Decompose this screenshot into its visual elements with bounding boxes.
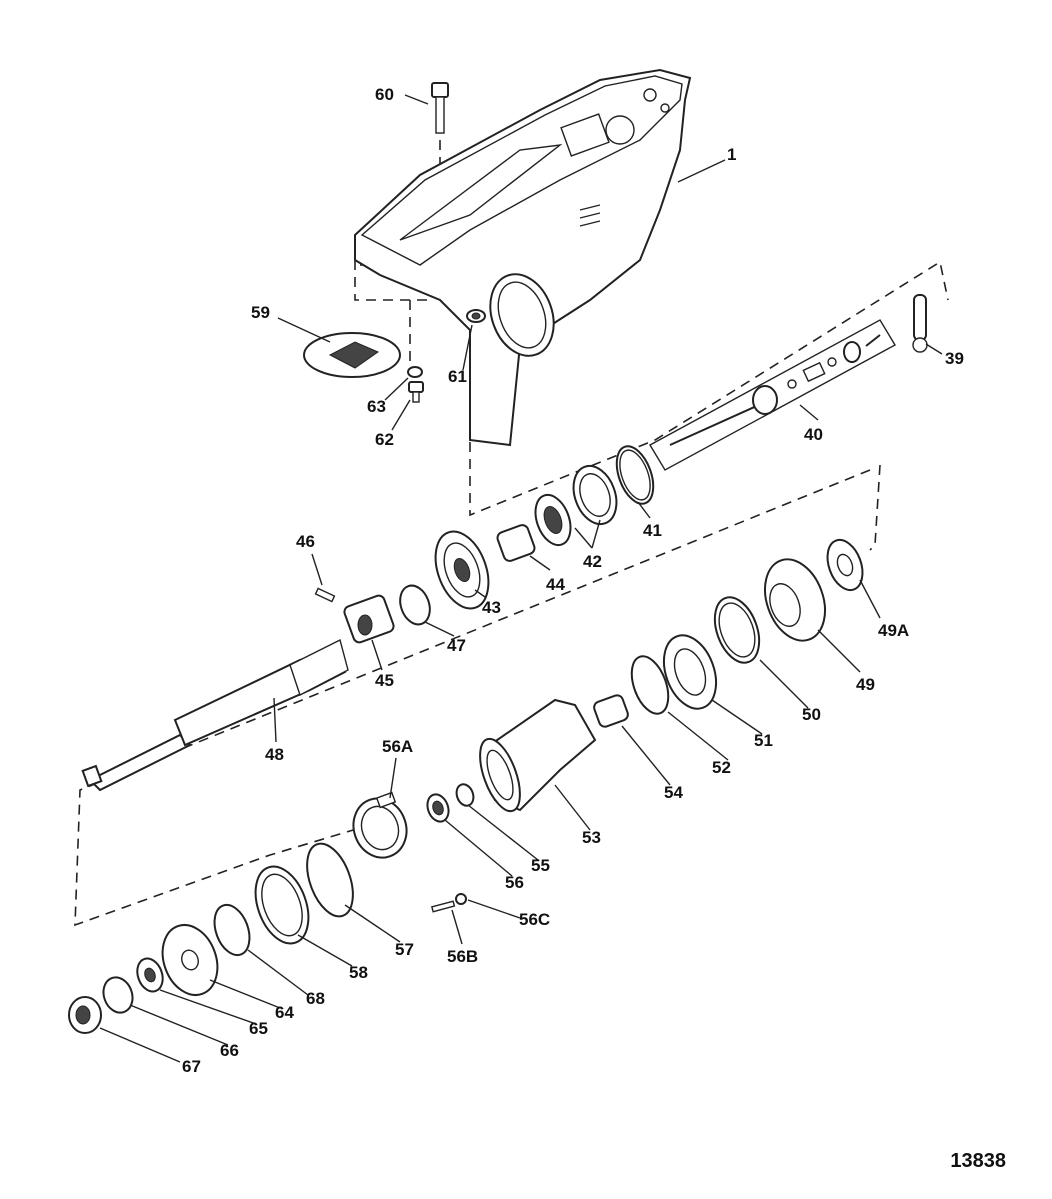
spring-47 (399, 584, 431, 626)
screw-62 (408, 381, 424, 403)
callout-labels: 1 39 40 41 42 43 44 45 46 47 48 49 49A 5… (182, 85, 964, 1076)
callout-40: 40 (804, 425, 823, 444)
washer-63 (407, 366, 423, 378)
callout-58: 58 (349, 963, 368, 982)
callout-39: 39 (945, 349, 964, 368)
callout-43: 43 (482, 598, 501, 617)
drawing-number: 13838 (950, 1150, 1006, 1172)
tab-washer-57 (306, 842, 354, 918)
thrust-washer-49a (826, 538, 864, 592)
needle-bearing-54 (593, 694, 629, 728)
reverse-gear-49 (764, 558, 826, 642)
thrust-hub-64 (161, 924, 219, 996)
callout-50: 50 (802, 705, 821, 724)
callout-65: 65 (249, 1019, 268, 1038)
leader-lines (99, 94, 943, 1063)
shim-50 (713, 596, 761, 664)
callout-61: 61 (448, 367, 467, 386)
shim-41 (615, 445, 655, 505)
anode-plate-59 (303, 332, 401, 378)
callout-49a: 49A (878, 621, 909, 640)
seal-56 (426, 793, 450, 823)
callout-59: 59 (251, 303, 270, 322)
needle-bearing-44 (496, 524, 536, 562)
callout-1: 1 (727, 145, 736, 164)
tapered-bearing-42 (534, 493, 572, 547)
spline-washer-65 (136, 957, 164, 993)
callout-56a: 56A (382, 737, 413, 756)
callout-63: 63 (367, 397, 386, 416)
callout-49: 49 (856, 675, 875, 694)
callout-45: 45 (375, 671, 394, 690)
tab-washer-68 (213, 903, 251, 957)
clutch-45 (343, 594, 395, 644)
callout-68: 68 (306, 989, 325, 1008)
ball-bearing-51 (662, 634, 718, 710)
forward-gear-43 (434, 530, 490, 610)
nut-56c (455, 893, 467, 905)
plug-61 (466, 309, 486, 323)
callout-56b: 56B (447, 947, 478, 966)
callout-56: 56 (505, 873, 524, 892)
callout-41: 41 (643, 521, 662, 540)
callout-64: 64 (275, 1003, 294, 1022)
callout-44: 44 (546, 575, 565, 594)
gear-housing (354, 68, 692, 447)
retainer-56a (352, 791, 408, 859)
callout-56c: 56C (519, 910, 550, 929)
callout-66: 66 (220, 1041, 239, 1060)
bearing-carrier-53 (479, 698, 597, 813)
callout-48: 48 (265, 745, 284, 764)
callout-60: 60 (375, 85, 394, 104)
callout-62: 62 (375, 430, 394, 449)
callout-55: 55 (531, 856, 550, 875)
o-ring-52 (630, 655, 670, 715)
tab-washer-66 (102, 976, 134, 1014)
callout-54: 54 (664, 783, 683, 802)
washer-55 (455, 783, 475, 807)
cross-pin-46 (314, 587, 336, 603)
callout-46: 46 (296, 532, 315, 551)
callout-47: 47 (447, 636, 466, 655)
callout-52: 52 (712, 758, 731, 777)
callout-67: 67 (182, 1057, 201, 1076)
callout-51: 51 (754, 731, 773, 750)
bearing-cup-42 (572, 464, 618, 526)
propeller-nut-67 (68, 996, 102, 1034)
link-39 (912, 294, 928, 353)
callout-53: 53 (582, 828, 601, 847)
bolt-60 (431, 82, 449, 134)
shift-shaft-assembly-40 (649, 319, 896, 471)
callout-42: 42 (583, 552, 602, 571)
propeller-shaft-48 (81, 638, 349, 792)
retainer-58 (254, 865, 310, 945)
screw-56b (430, 900, 456, 913)
callout-57: 57 (395, 940, 414, 959)
